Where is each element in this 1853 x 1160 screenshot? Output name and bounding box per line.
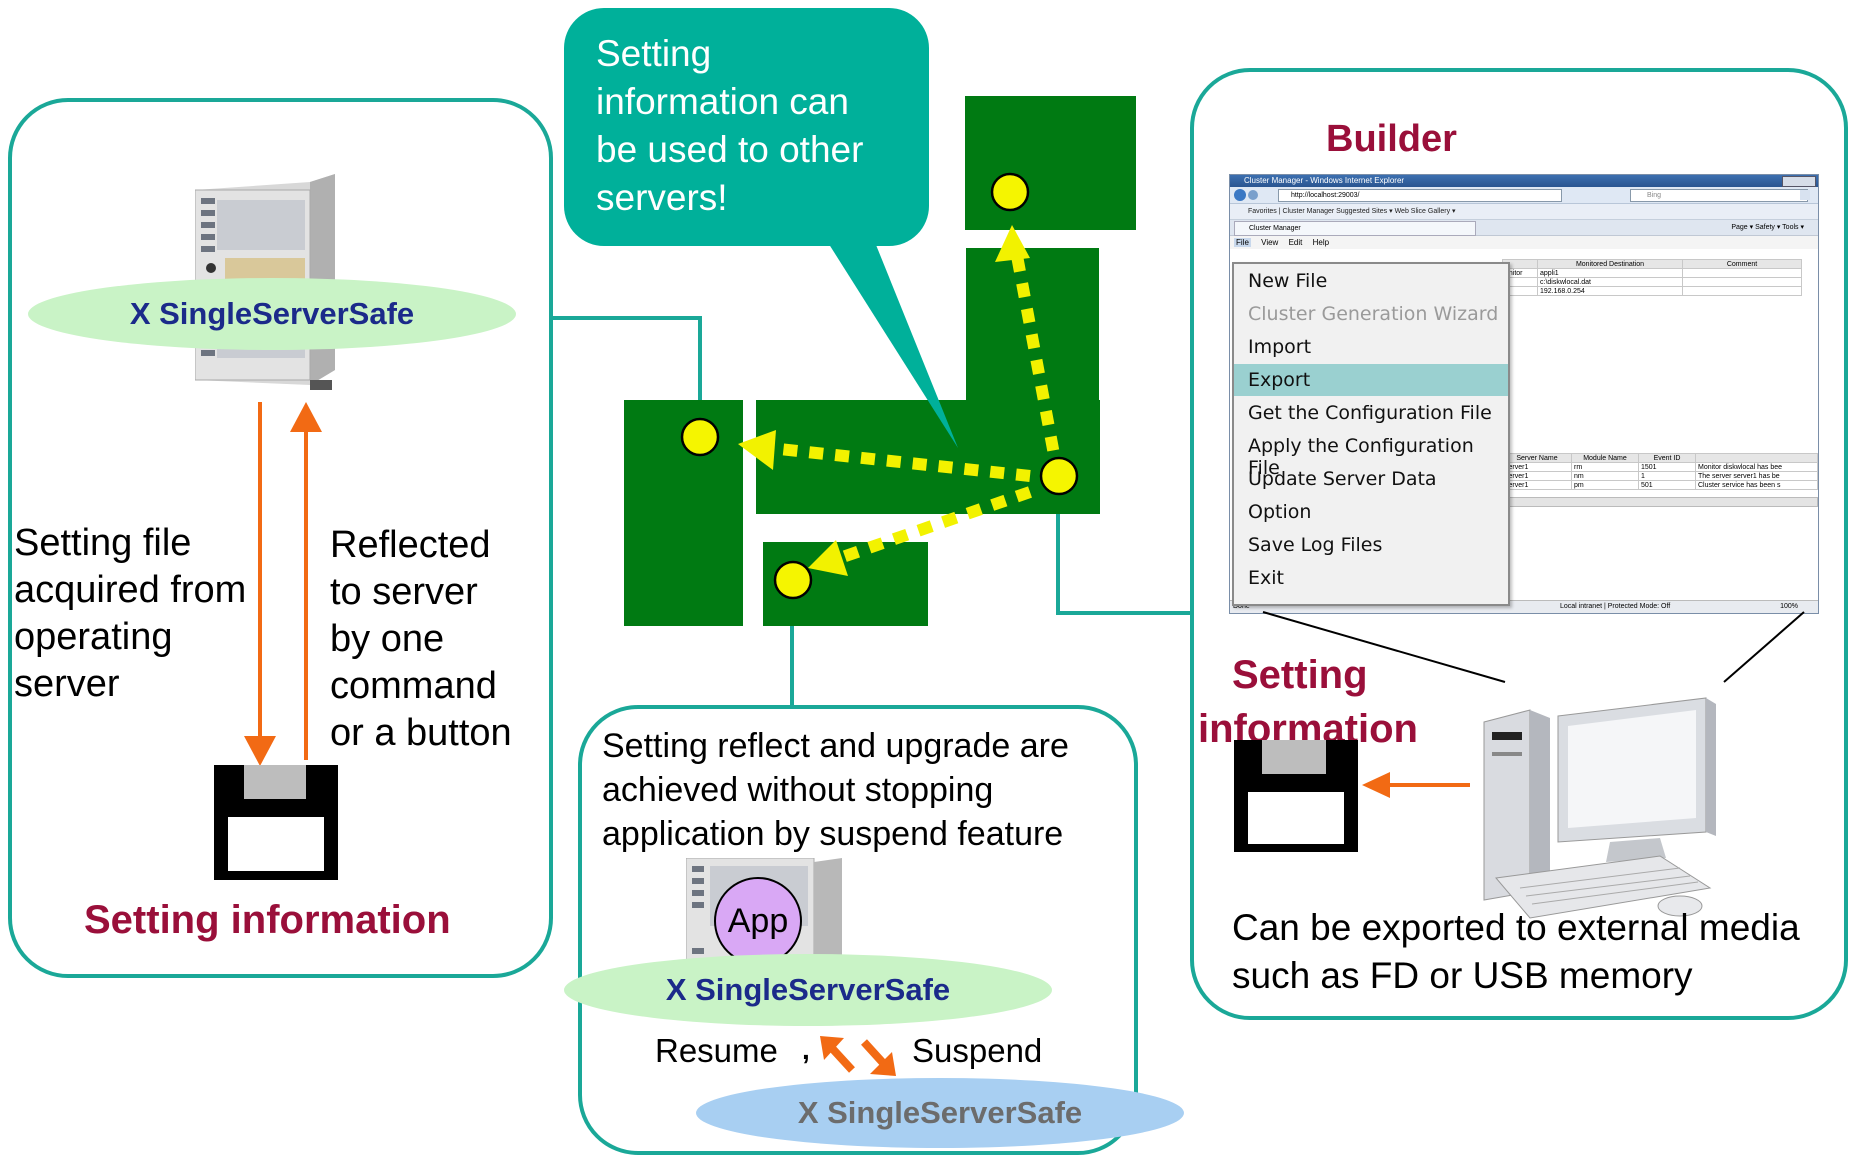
menu-item-import[interactable]: Import xyxy=(1248,336,1312,358)
suspend-label: Suspend xyxy=(912,1032,1043,1069)
menu-help[interactable]: Help xyxy=(1312,238,1330,247)
menu-view[interactable]: View xyxy=(1261,238,1279,247)
menu-edit[interactable]: Edit xyxy=(1288,238,1303,247)
app-badge: App xyxy=(714,877,802,965)
menu-item-export[interactable]: Export xyxy=(1248,369,1311,391)
back-icon[interactable] xyxy=(1234,189,1246,201)
comma-mark: , xyxy=(802,1034,810,1065)
setting-info-label-left: Setting information xyxy=(84,898,451,942)
menu-item-new-file[interactable]: New File xyxy=(1248,270,1328,292)
file-menu-dropdown: New File Cluster Generation Wizard Impor… xyxy=(1232,262,1510,606)
floppy-disk-icon xyxy=(214,765,338,880)
address-bar: http://localhost:29003/ Bing xyxy=(1230,187,1818,204)
tab-bar: Cluster Manager Page ▾ Safety ▾ Tools ▾ xyxy=(1230,220,1818,236)
export-text: Can be exported to external media such a… xyxy=(1232,907,1800,996)
menu-file[interactable]: File xyxy=(1234,238,1251,247)
url-field[interactable]: http://localhost:29003/ xyxy=(1278,189,1562,202)
table-row[interactable]: 192.168.0.254 xyxy=(1502,286,1802,296)
window-titlebar: Cluster Manager - Windows Internet Explo… xyxy=(1230,175,1818,187)
menu-highlight xyxy=(1234,364,1508,396)
export-arrow-icon xyxy=(1362,772,1470,798)
menu-item-update-server-data[interactable]: Update Server Data xyxy=(1248,468,1437,490)
favorites-bar: Favorites | Cluster Manager Suggested Si… xyxy=(1230,204,1818,220)
swap-arrows-icon xyxy=(820,1036,896,1076)
menu-item-get-configuration[interactable]: Get the Configuration File xyxy=(1248,402,1492,424)
resume-label: Resume xyxy=(655,1032,778,1069)
callout-text: Setting information can be used to other… xyxy=(596,33,864,218)
forward-icon[interactable] xyxy=(1248,190,1258,200)
sync-arrows xyxy=(244,402,322,766)
suspend-description: Setting reflect and upgrade are achieved… xyxy=(602,727,1069,853)
reflected-text: Reflected to server by one command or a … xyxy=(330,524,512,754)
window-controls-icon[interactable] xyxy=(1782,176,1816,187)
builder-title: Builder xyxy=(1326,118,1457,160)
server-product-label-active: X SingleServerSafe xyxy=(564,954,1052,1026)
zoom-level[interactable]: 100% xyxy=(1780,603,1798,610)
menu-item-option[interactable]: Option xyxy=(1248,501,1312,523)
table-row[interactable]: server1 pm 501 Cluster service has been … xyxy=(1502,480,1818,490)
acquired-text: Setting file acquired from operating ser… xyxy=(14,522,247,705)
search-icon[interactable] xyxy=(1800,190,1810,200)
menu-item-apply-configuration[interactable]: Apply the Configuration File xyxy=(1248,435,1474,479)
server-product-label: X SingleServerSafe xyxy=(28,278,516,350)
floppy-disk-icon-right xyxy=(1234,740,1358,852)
desktop-pc-image xyxy=(1483,697,1716,919)
table-header-row: Server Name Module Name Event ID xyxy=(1502,453,1818,463)
toolbar-commands[interactable]: Page ▾ Safety ▾ Tools ▾ xyxy=(1731,224,1804,231)
menu-item-exit[interactable]: Exit xyxy=(1248,567,1284,589)
menu-item-cluster-generation-wizard: Cluster Generation Wizard xyxy=(1248,303,1499,325)
monitor-table: Monitored Destination Comment onitor app… xyxy=(1502,259,1802,296)
tab-cluster-manager[interactable]: Cluster Manager xyxy=(1234,221,1476,236)
event-log-table: Server Name Module Name Event ID server1… xyxy=(1502,453,1818,490)
menu-item-save-log-files[interactable]: Save Log Files xyxy=(1248,534,1383,556)
server-product-label-suspended: X SingleServerSafe xyxy=(696,1078,1184,1148)
